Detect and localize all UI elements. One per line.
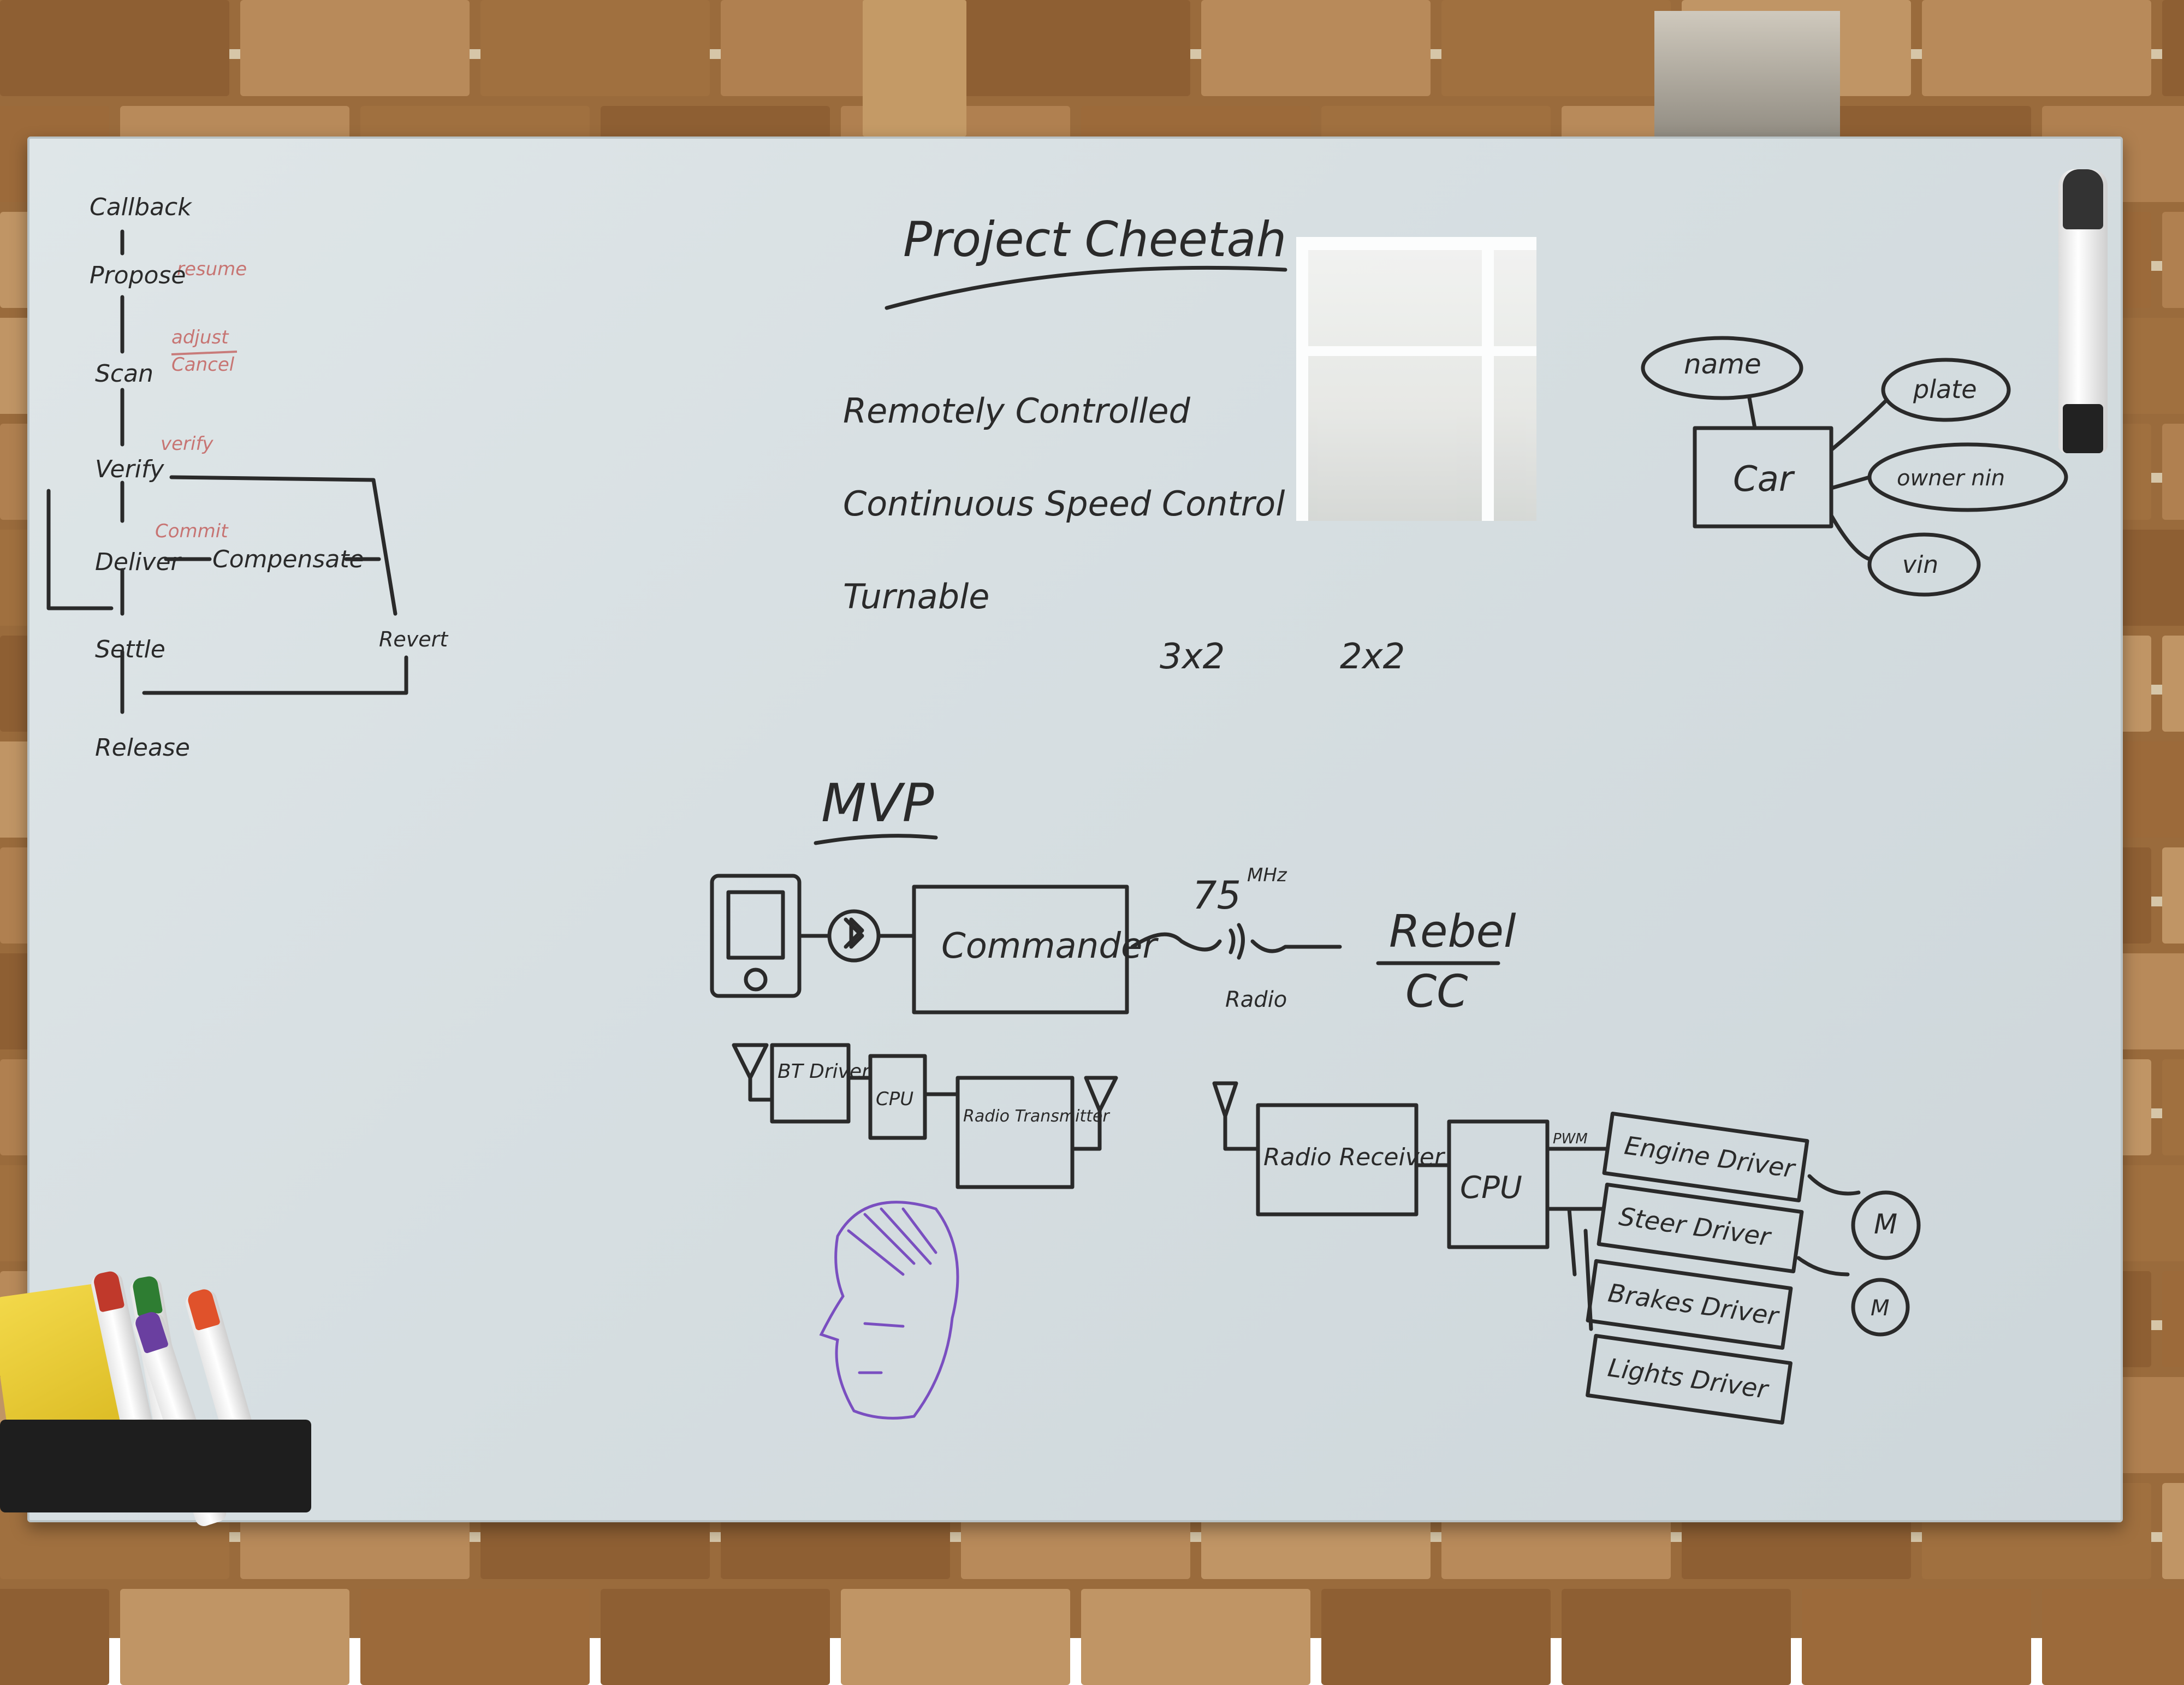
- brakes-driver-box: [1586, 1259, 1793, 1350]
- note-cancel: Cancel: [171, 354, 235, 376]
- revert-to-settle: [142, 655, 408, 695]
- cpu-right-label: CPU: [1460, 1170, 1522, 1206]
- radio-receiver-label: Radio Receiver: [1263, 1143, 1446, 1171]
- flow-step-callback: Callback: [90, 193, 192, 221]
- note-resume: resume: [177, 258, 247, 280]
- face-sketch: [819, 1201, 959, 1420]
- window-reflection: [1296, 237, 1536, 521]
- lights-driver-label: Lights Driver: [1606, 1352, 1771, 1404]
- engine-driver-label: Engine Driver: [1623, 1130, 1798, 1184]
- bt-driver-label: BT Driver: [778, 1060, 871, 1083]
- phone-screen: [726, 890, 785, 960]
- flow-step-deliver: Deliver: [95, 548, 182, 576]
- size-3x2: 3x2: [1160, 637, 1225, 677]
- cpu-left-label: CPU: [876, 1088, 913, 1110]
- er-attr-name: name: [1684, 348, 1761, 380]
- cpu-box-left: [868, 1054, 927, 1140]
- marker-tray: [0, 1420, 311, 1512]
- er-name-ellipse: [1641, 336, 1803, 400]
- title-underline: [885, 265, 1287, 310]
- radio-link: [1250, 939, 1342, 953]
- flow-step-verify: Verify: [95, 455, 164, 483]
- motor-2-label: M: [1871, 1296, 1890, 1321]
- project-title: Project Cheetah: [903, 211, 1286, 268]
- note-adjust: adjust: [171, 327, 229, 348]
- mvp-underline: [814, 834, 938, 845]
- antenna-left: [732, 1043, 774, 1102]
- flow-step-release: Release: [95, 734, 190, 762]
- bullet-speed: Continuous Speed Control: [843, 484, 1285, 524]
- lights-driver-box: [1586, 1333, 1793, 1425]
- motor-1-icon: [1851, 1190, 1921, 1260]
- size-2x2: 2x2: [1340, 637, 1405, 677]
- bullet-remote: Remotely Controlled: [843, 391, 1190, 431]
- mvp-title: MVP: [821, 773, 934, 834]
- rebel-label: Rebel: [1389, 906, 1516, 958]
- er-line-name: [1747, 396, 1757, 430]
- bluetooth-icon: [827, 909, 881, 963]
- board-drawing: resume adjust Cancel verify Commit Callb…: [46, 193, 2068, 1425]
- er-line-vin: [1829, 513, 1872, 561]
- marker-right: [2058, 169, 2108, 453]
- er-attr-vin: vin: [1902, 551, 1938, 579]
- pwm-label: PWM: [1553, 1131, 1588, 1147]
- mvp-frequency-unit: MHz: [1247, 864, 1287, 886]
- er-attr-owner: owner nin: [1897, 466, 2005, 491]
- flow-compensate: Compensate: [212, 545, 364, 573]
- note-verify: verify: [161, 433, 213, 455]
- steer-driver-label: Steer Driver: [1617, 1201, 1774, 1252]
- er-vin-ellipse: [1867, 532, 1981, 597]
- photo-print: [1654, 11, 1840, 142]
- commander-box: [912, 885, 1129, 1014]
- mvp-frequency: 75: [1192, 873, 1241, 918]
- antenna-right: [1070, 1076, 1118, 1151]
- note-commit: Commit: [155, 520, 229, 542]
- radio-transmitter-box: [956, 1076, 1075, 1189]
- flow-step-settle: Settle: [95, 636, 165, 663]
- antenna-rebel: [1212, 1081, 1260, 1151]
- brakes-driver-label: Brakes Driver: [1606, 1278, 1782, 1331]
- radio-transmitter-label: Radio Transmitter: [963, 1107, 1110, 1126]
- steer-driver-box: [1597, 1182, 1804, 1274]
- er-attr-plate: plate: [1913, 375, 1977, 404]
- cpu-box-right: [1447, 1119, 1550, 1249]
- bt-driver-box: [770, 1043, 851, 1124]
- radio-receiver-box: [1256, 1103, 1419, 1217]
- bullet-turnable: Turnable: [843, 577, 989, 616]
- motor-1-label: M: [1874, 1208, 1897, 1240]
- radio-label: Radio: [1225, 987, 1287, 1012]
- engine-driver-box: [1602, 1111, 1809, 1203]
- wooden-sign: [863, 0, 966, 137]
- flow-step-propose: Propose: [90, 262, 186, 289]
- cc-label: CC: [1405, 966, 1468, 1018]
- phone-button: [744, 968, 768, 992]
- er-line-owner: [1829, 475, 1872, 490]
- er-car-box: [1693, 426, 1833, 529]
- er-entity-car: Car: [1733, 459, 1795, 500]
- motor-2-icon: [1851, 1278, 1910, 1337]
- radio-wave: [1130, 932, 1222, 952]
- flow-revert: Revert: [379, 627, 449, 651]
- commander-label: Commander: [941, 926, 1159, 966]
- flow-step-scan: Scan: [95, 360, 153, 388]
- er-plate-ellipse: [1881, 358, 2011, 422]
- er-line-plate: [1829, 399, 1888, 452]
- whiteboard: resume adjust Cancel verify Commit Callb…: [27, 137, 2123, 1522]
- verify-to-revert: [169, 475, 397, 616]
- loop-line: [46, 489, 114, 610]
